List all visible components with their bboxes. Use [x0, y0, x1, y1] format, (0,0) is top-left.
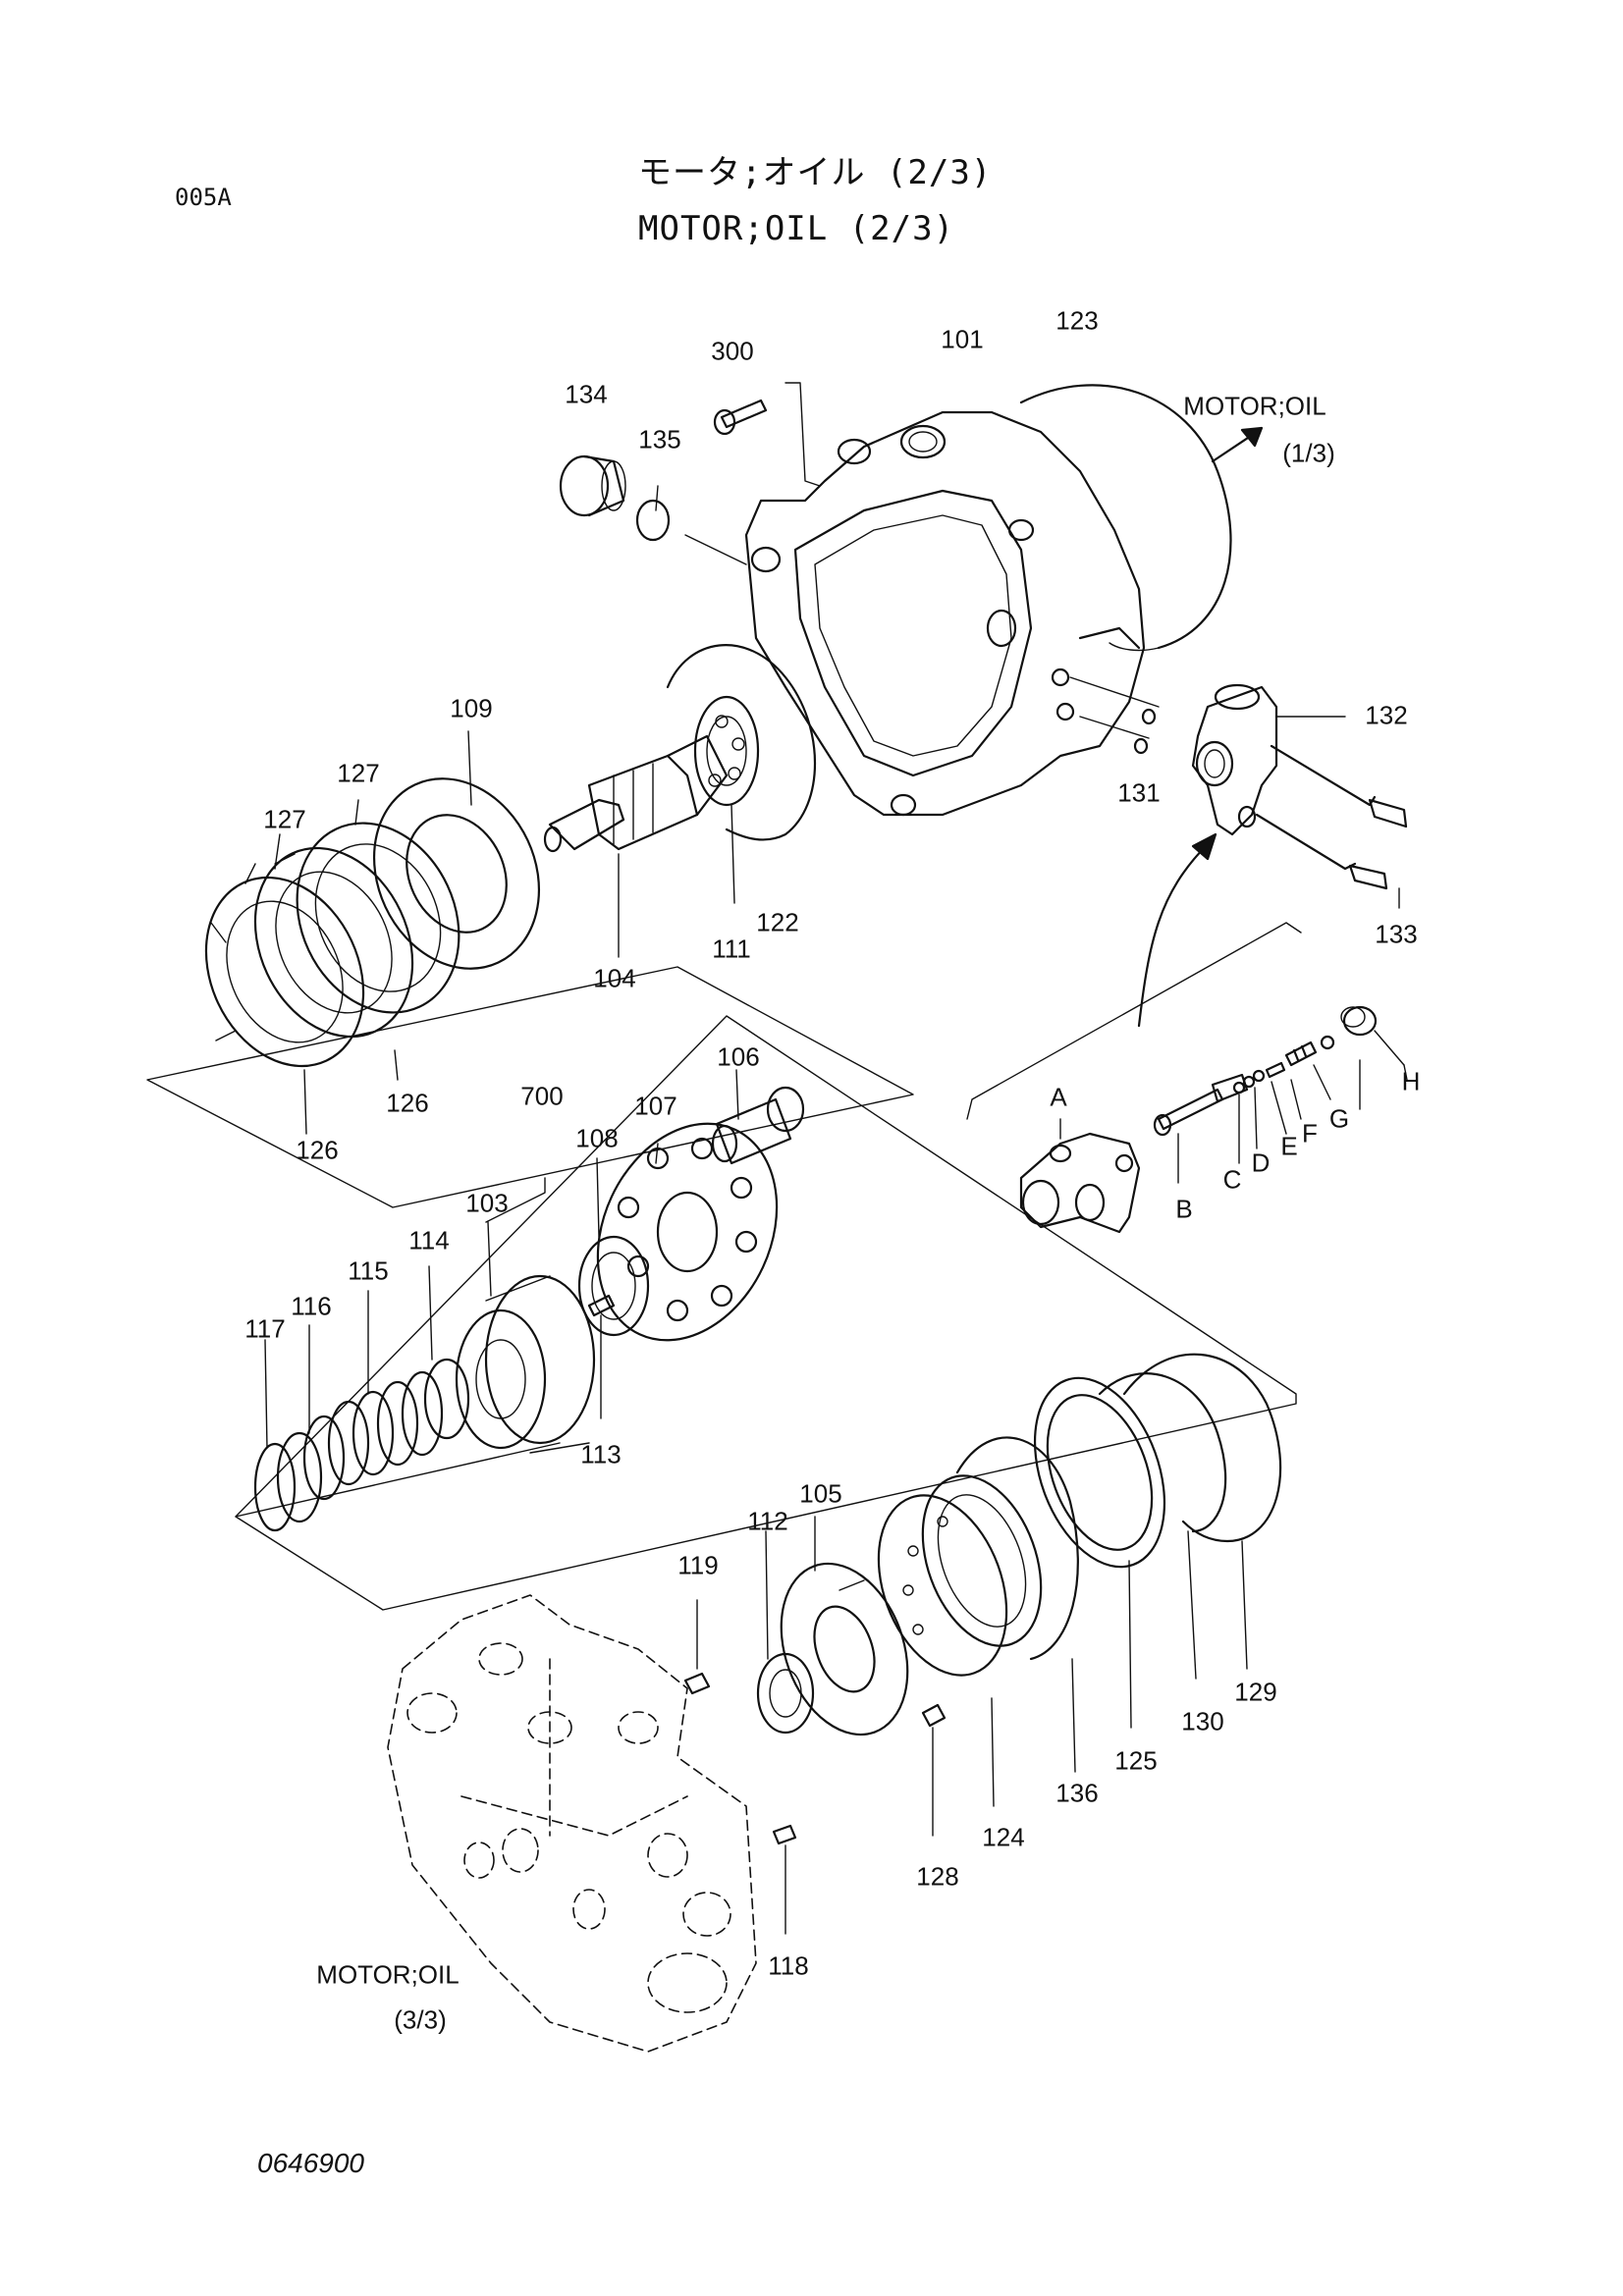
o-ring-131b — [1133, 737, 1149, 755]
callout-115: 115 — [348, 1255, 389, 1286]
page-code: 005A — [175, 184, 232, 211]
callout-112: 112 — [747, 1506, 788, 1536]
callout-109: 109 — [450, 693, 493, 723]
ring-C — [1232, 1081, 1246, 1095]
valve-block-A — [1019, 1118, 1141, 1234]
callout-124: 124 — [982, 1822, 1025, 1852]
callout-F: F — [1302, 1118, 1318, 1148]
bolt-133 — [1255, 744, 1408, 909]
callout-123: 123 — [1055, 305, 1099, 336]
o-ring-131a — [1141, 708, 1157, 725]
callout-134: 134 — [565, 379, 608, 409]
pin-119 — [683, 1672, 711, 1695]
plug-H — [1320, 1005, 1408, 1110]
pin-118 — [772, 1824, 797, 1845]
callout-132: 132 — [1365, 700, 1408, 730]
callout-127-lower: 127 — [263, 804, 306, 834]
friction-plates-126-127 — [204, 799, 460, 1135]
ring-D — [1242, 1075, 1256, 1089]
ring-114 — [423, 1358, 470, 1440]
gear-103 — [455, 1221, 596, 1454]
block-132 — [1069, 676, 1346, 836]
pin-113 — [587, 1294, 616, 1317]
figure-number: 0646900 — [257, 2148, 365, 2178]
callout-114: 114 — [408, 1225, 450, 1255]
callout-126-left: 126 — [296, 1135, 339, 1165]
callout-125: 125 — [1114, 1745, 1158, 1776]
callout-133: 133 — [1375, 919, 1418, 949]
bearing-111 — [693, 695, 760, 904]
callout-101: 101 — [941, 324, 984, 354]
callout-116: 116 — [291, 1291, 332, 1321]
callout-G: G — [1328, 1103, 1350, 1134]
callout-122: 122 — [756, 907, 799, 937]
callout-111: 111 — [712, 934, 751, 964]
callout-119: 119 — [677, 1550, 719, 1580]
o-ring-122 — [666, 644, 817, 841]
callout-E: E — [1280, 1131, 1298, 1161]
callout-107: 107 — [634, 1091, 677, 1121]
o-ring-129 — [1122, 1353, 1282, 1543]
ref-motor-oil-1-3-line1: MOTOR;OIL — [1183, 391, 1326, 421]
housing-101 — [744, 410, 1146, 817]
ring-108 — [577, 1235, 650, 1337]
callout-128: 128 — [916, 1861, 959, 1892]
o-ring-123 — [1019, 384, 1232, 650]
callout-129: 129 — [1234, 1677, 1277, 1707]
callout-700: 700 — [520, 1081, 564, 1111]
callout-127-upper: 127 — [337, 758, 380, 788]
bolt-300 — [713, 399, 768, 436]
callout-300: 300 — [711, 336, 754, 366]
callout-A: A — [1050, 1082, 1067, 1112]
plate-107 — [596, 1122, 779, 1342]
washer-116 — [276, 1431, 323, 1523]
ref-motor-oil-3-3-line1: MOTOR;OIL — [316, 1959, 460, 1990]
piston-124 — [877, 1474, 1043, 1807]
title-japanese: モータ;オイル (2/3) — [638, 153, 993, 192]
callout-H: H — [1401, 1066, 1421, 1096]
o-ring-136 — [955, 1436, 1079, 1661]
callout-118: 118 — [768, 1950, 809, 1981]
callout-B: B — [1175, 1194, 1193, 1224]
callout-104: 104 — [593, 963, 636, 993]
snap-ring-117 — [253, 1442, 297, 1532]
plate-109 — [372, 730, 541, 970]
callout-C: C — [1222, 1164, 1242, 1195]
ref-motor-oil-1-3-line2: (1/3) — [1282, 438, 1335, 468]
ring-130 — [1098, 1372, 1227, 1533]
callout-135: 135 — [638, 424, 681, 454]
spring-G — [1284, 1041, 1318, 1067]
piston-106 — [711, 1069, 805, 1165]
callout-105: 105 — [799, 1478, 842, 1509]
callout-126-right: 126 — [386, 1088, 429, 1118]
ring-125 — [1033, 1376, 1166, 1729]
ref-motor-oil-3-3-line2: (3/3) — [394, 2004, 447, 2035]
valve-plate-105 — [780, 1516, 909, 1736]
callout-130: 130 — [1181, 1706, 1224, 1736]
callout-131: 131 — [1117, 777, 1161, 808]
lower-housing-dashed — [387, 1594, 757, 2053]
callout-D: D — [1251, 1148, 1271, 1178]
callout-108: 108 — [575, 1123, 619, 1153]
spring-115 — [302, 1290, 444, 1501]
bearing-112 — [756, 1530, 815, 1735]
plug-134 — [559, 454, 626, 517]
callout-136: 136 — [1055, 1778, 1099, 1808]
o-ring-135 — [635, 499, 671, 542]
spool-B — [1153, 1073, 1249, 1184]
callout-103: 103 — [465, 1188, 509, 1218]
title-english: MOTOR;OIL (2/3) — [638, 209, 955, 248]
callout-113: 113 — [580, 1439, 622, 1469]
callout-117: 117 — [244, 1313, 286, 1344]
callout-106: 106 — [717, 1041, 760, 1072]
part-F — [1265, 1061, 1286, 1079]
shaft-104 — [543, 734, 729, 958]
ring-E — [1252, 1069, 1266, 1083]
plug-128 — [921, 1703, 947, 1728]
